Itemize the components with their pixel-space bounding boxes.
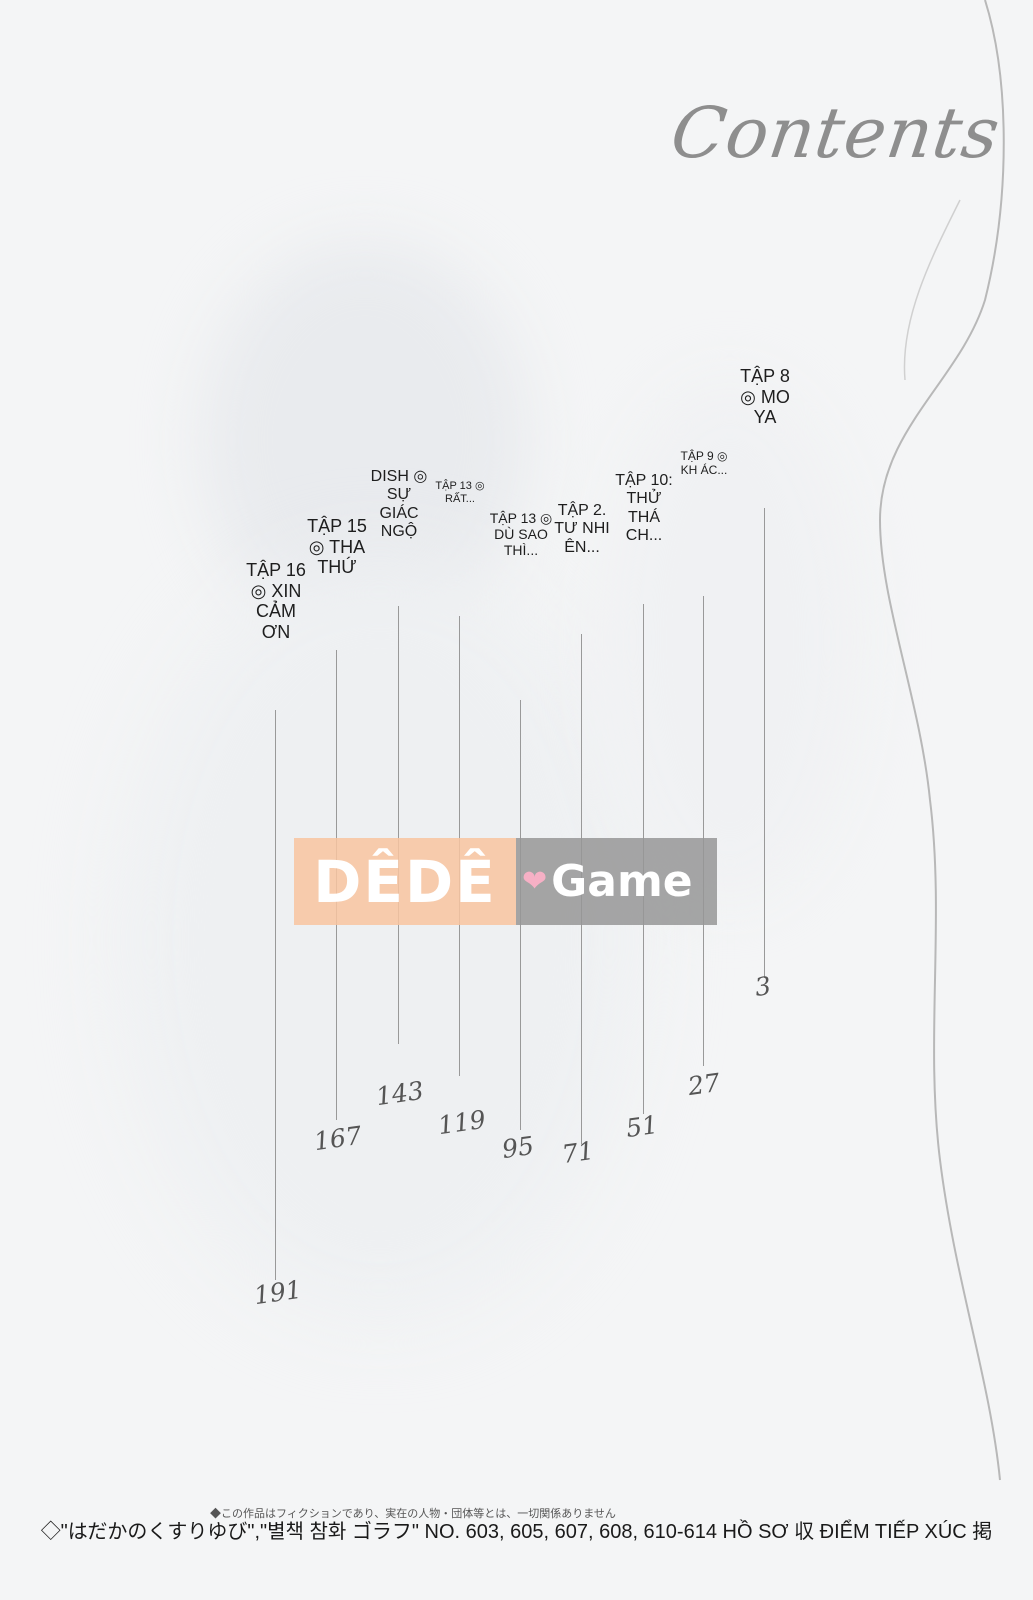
leader-line [703, 596, 704, 1066]
chapter-entry[interactable]: TẬP 2. TƯ NHI ÊN... [550, 502, 614, 1144]
watermark-text-left: DÊDÊ [294, 838, 516, 925]
site-watermark: DÊDÊ ❤ Game [294, 838, 717, 925]
disclaimer-text: ◆この作品はフィクションであり、実在の人物・団体等とは、一切関係ありません [210, 1508, 616, 1520]
page-number: 95 [500, 1130, 536, 1165]
chapter-title: TẬP 16 ◎ XIN CẢM ƠN [246, 560, 306, 643]
chapter-title: TẬP 13 ◎ RẤT... [435, 480, 485, 505]
publication-note: ◇"はだかのくすりゆび","별책 참화 ゴラフ" NO. 603, 605, 6… [40, 1521, 993, 1543]
leader-line [764, 508, 765, 978]
page-number: 71 [560, 1135, 596, 1170]
chapter-entry[interactable]: TẬP 13 ◎ RẤT... [428, 480, 492, 1076]
leader-line [398, 606, 399, 1044]
page-title: Contents [666, 92, 1006, 174]
page-number: 27 [686, 1067, 722, 1102]
chapter-title: TẬP 8 ◎ MO YA [740, 366, 790, 428]
chapter-entry[interactable]: TẬP 9 ◎ KH ÁC... [672, 449, 736, 1066]
chapter-title: TẬP 2. TƯ NHI ÊN... [554, 502, 610, 556]
chapter-entry[interactable]: TẬP 13 ◎ DÙ SAO THÌ... [489, 510, 553, 1130]
heart-icon: ❤ [522, 864, 548, 899]
chapter-entry[interactable]: TẬP 10: THỬ THÁ CH... [612, 472, 676, 1114]
page-number: 51 [624, 1109, 660, 1144]
chapter-entry[interactable]: DISH ◎ SỰ GIÁC NGỘ [367, 468, 431, 1044]
leader-line [275, 710, 276, 1280]
chapter-entry[interactable]: TẬP 16 ◎ XIN CẢM ƠN [244, 560, 308, 1280]
chapter-entry[interactable]: TẬP 8 ◎ MO YA [733, 366, 797, 978]
chapter-title: TẬP 9 ◎ KH ÁC... [680, 449, 728, 477]
chapter-title: TẬP 15 ◎ THA THỨ [307, 516, 367, 578]
watermark-text-right: Game [551, 856, 693, 907]
chapter-title: TẬP 10: THỬ THÁ CH... [615, 472, 673, 545]
chapter-title: TẬP 13 ◎ DÙ SAO THÌ... [489, 510, 553, 559]
chapter-entry[interactable]: TẬP 15 ◎ THA THỨ [305, 516, 369, 1120]
chapter-title: DISH ◎ SỰ GIÁC NGỘ [370, 468, 428, 541]
